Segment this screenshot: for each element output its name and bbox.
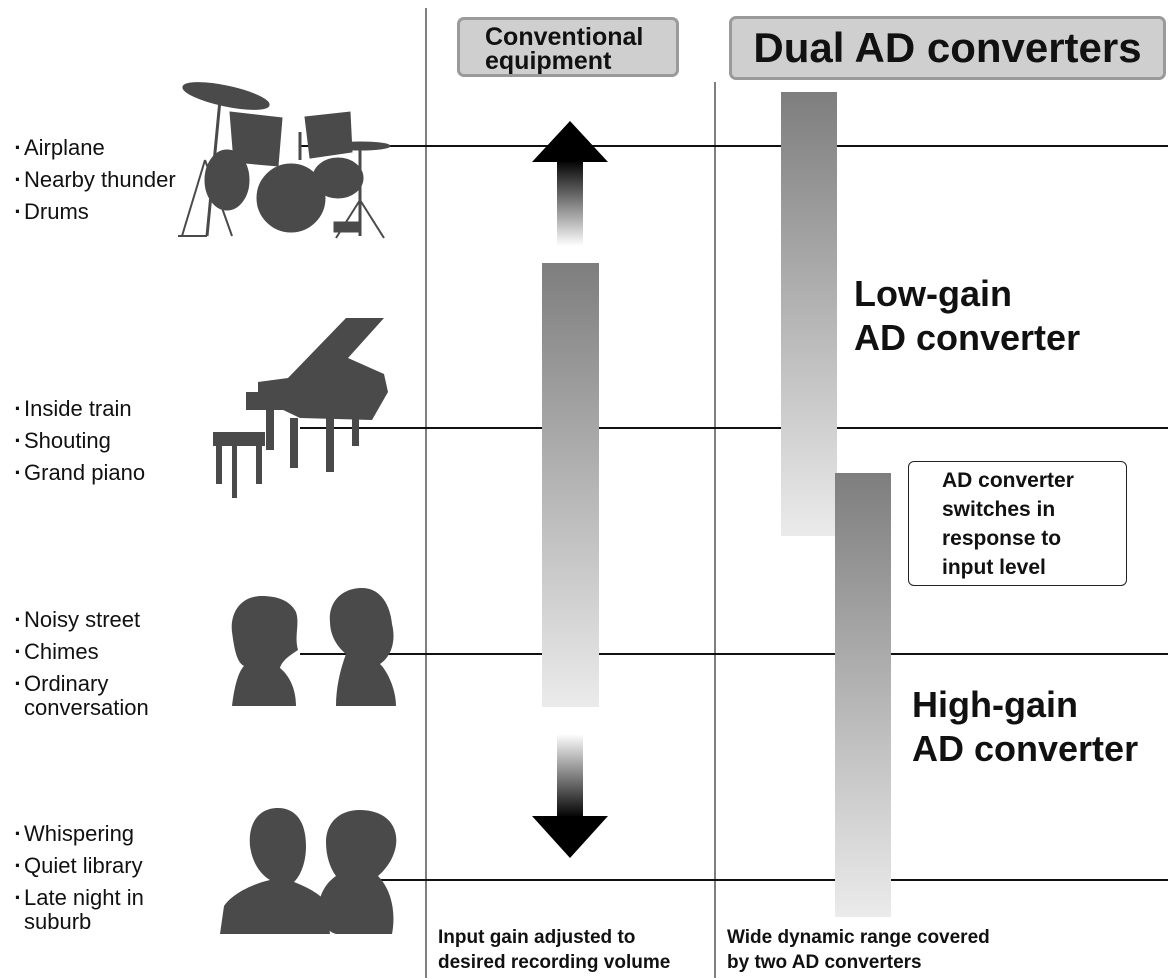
list-item: ·Inside train xyxy=(14,396,132,421)
grand-piano-icon xyxy=(213,318,388,498)
whispering-silhouettes-icon xyxy=(220,808,397,934)
high-gain-bar xyxy=(835,473,891,917)
list-item: ·Noisy street xyxy=(14,607,141,632)
down-arrow-icon xyxy=(532,816,608,858)
up-arrow-icon xyxy=(532,121,608,162)
conventional-header-line-2: equipment xyxy=(485,47,612,75)
list-item: ·Chimes xyxy=(14,639,99,664)
conventional-equipment-header: Conventional equipment xyxy=(457,17,679,77)
list-item: ·Ordinary conversation xyxy=(14,671,149,720)
list-item: ·Quiet library xyxy=(14,853,143,878)
switch-callout: AD converter switches in response to inp… xyxy=(908,461,1127,586)
conventional-range-bar xyxy=(542,263,599,707)
list-item: ·Grand piano xyxy=(14,460,146,485)
conversation-silhouettes-icon xyxy=(231,588,396,706)
dual-ad-converters-header: Dual AD converters xyxy=(729,16,1166,80)
low-gain-bar xyxy=(781,92,837,536)
list-item: ·Shouting xyxy=(14,428,111,453)
list-item: ·Airplane xyxy=(14,135,105,160)
high-gain-label: High-gain AD converter xyxy=(912,684,1139,769)
down-arrow-shaft xyxy=(557,734,583,818)
list-item: ·Whispering xyxy=(14,821,135,846)
drum-kit-icon xyxy=(178,82,391,239)
up-arrow-shaft xyxy=(557,160,583,246)
list-item: ·Nearby thunder xyxy=(14,167,176,192)
sound-group-loud: ·Airplane ·Nearby thunder ·Drums xyxy=(12,131,176,229)
list-item: ·Late night in suburb xyxy=(14,885,144,934)
sound-group-quiet: ·Whispering ·Quiet library ·Late night i… xyxy=(12,817,184,939)
sound-group-medium: ·Noisy street ·Chimes ·Ordinary conversa… xyxy=(12,603,194,725)
conventional-footnote: Input gain adjusted to desired recording… xyxy=(438,927,671,973)
low-gain-label: Low-gain AD converter xyxy=(854,273,1081,358)
sound-group-medium-loud: ·Inside train ·Shouting ·Grand piano xyxy=(12,392,145,490)
list-item: ·Drums xyxy=(14,199,89,224)
dual-footnote: Wide dynamic range covered by two AD con… xyxy=(727,927,990,973)
conventional-header-line-1: Conventional xyxy=(485,23,644,51)
